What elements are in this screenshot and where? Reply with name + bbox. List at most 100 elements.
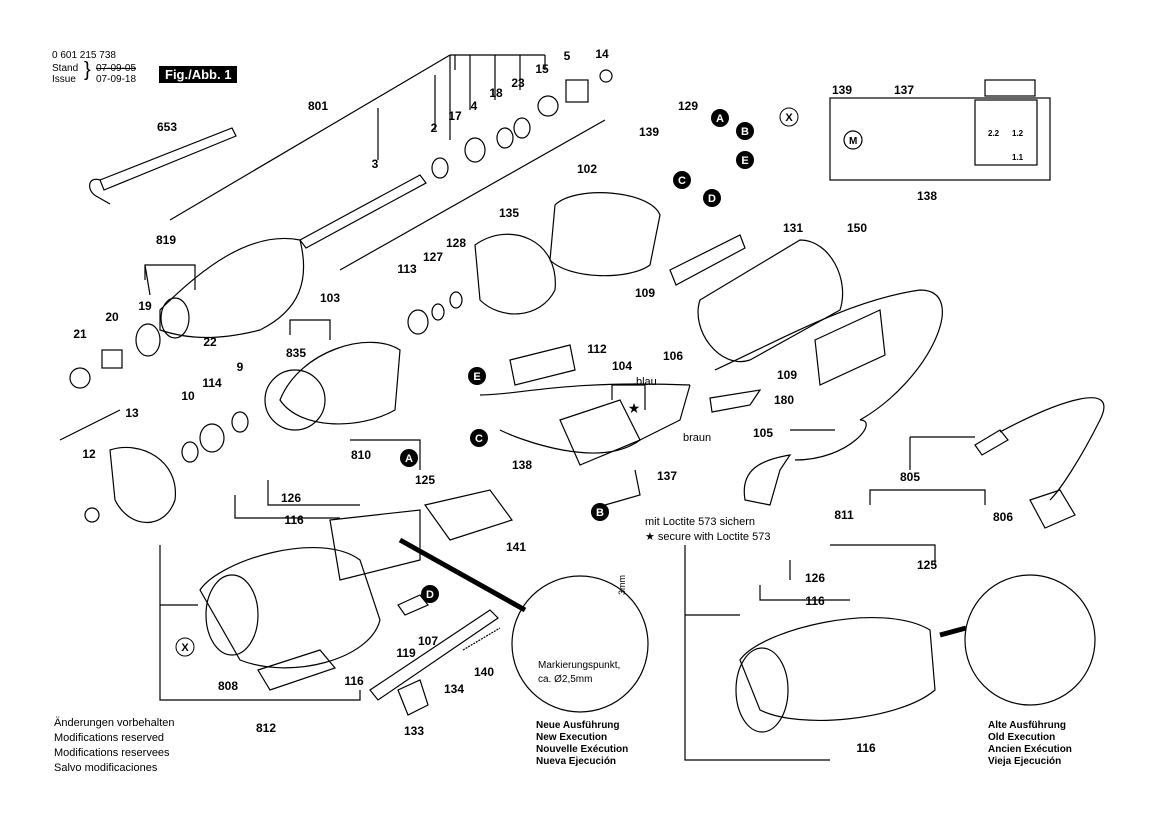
svg-text:B: B (596, 507, 604, 519)
label-812: 812 (256, 721, 276, 735)
bracket-104 (611, 384, 646, 410)
suppressor-symbol (984, 79, 1036, 97)
marker-b-center: B (591, 503, 609, 521)
label-129: 129 (678, 99, 698, 113)
modifications-note: Änderungen vorbehalten Modifications res… (54, 716, 174, 776)
rule-left (59, 409, 121, 441)
bearing-4-shape (464, 137, 486, 163)
label-116-left: 116 (284, 513, 304, 527)
bracket-835 (289, 319, 331, 340)
star-icon: ★ (628, 400, 641, 416)
detail-circle-old (964, 574, 1096, 706)
label-23: 23 (511, 76, 525, 90)
new-execution-de: Neue Ausführung (536, 720, 620, 731)
old-execution-de: Alte Ausführung (988, 720, 1066, 731)
modifications-en: Modifications reserved (54, 732, 165, 744)
label-801: 801 (308, 99, 328, 113)
new-execution-caption: Neue Ausführung New Execution Nouvelle E… (536, 720, 628, 768)
modifications-de: Änderungen vorbehalten (54, 717, 175, 729)
nose-housing-shape (159, 238, 305, 339)
label-109-left: 109 (635, 286, 655, 300)
label-119: 119 (396, 646, 416, 660)
cable-805 (999, 397, 1105, 501)
cable-106 (714, 289, 943, 421)
wrench-shape (99, 127, 237, 191)
label-134: 134 (444, 682, 464, 696)
label-133: 133 (404, 724, 424, 738)
marking-note-line1: Markierungspunkt, (538, 660, 621, 671)
motor-symbol-label: M (849, 136, 857, 147)
label-104: 104 (612, 359, 632, 373)
label-139-schematic: 139 (832, 83, 852, 97)
fan-guard-shape (474, 233, 556, 315)
label-13: 13 (125, 406, 139, 420)
svg-text:X: X (785, 112, 793, 124)
label-835: 835 (286, 346, 306, 360)
new-execution-fr: Nouvelle Exécution (536, 744, 629, 755)
brown-wire (499, 384, 691, 454)
label-125-old: 125 (917, 558, 937, 572)
label-126-left: 126 (281, 491, 301, 505)
marker-x-housing: X (175, 637, 195, 657)
label-9: 9 (237, 360, 244, 374)
new-execution-en: New Execution (536, 732, 608, 743)
motor-housing-shape (697, 239, 844, 363)
label-20: 20 (105, 310, 119, 324)
label-810: 810 (351, 448, 371, 462)
label-17: 17 (448, 109, 462, 123)
svg-text:C: C (475, 433, 483, 445)
old-execution-es: Vieja Ejecución (988, 756, 1062, 767)
collet-nut-shape (135, 323, 161, 357)
label-808: 808 (218, 679, 238, 693)
label-4: 4 (471, 99, 478, 113)
marker-b-top: B (736, 122, 754, 140)
bearing-114-shape (199, 423, 225, 453)
contact-1-2: 1.2 (1012, 129, 1024, 138)
label-19: 19 (138, 299, 152, 313)
armature-shape (279, 341, 401, 425)
modifications-fr: Modifications reservees (54, 747, 170, 759)
label-14: 14 (595, 47, 609, 61)
ring-128-shape (449, 291, 463, 309)
new-execution-es: Nueva Ejecución (536, 756, 617, 767)
collet-shape (101, 349, 123, 369)
housing-opening (205, 574, 259, 656)
marker-c-center: C (470, 429, 488, 447)
field-shape (549, 192, 661, 277)
bearing-2-shape (431, 157, 449, 179)
wire-label-braun: braun (683, 432, 711, 444)
bracket-812 (159, 545, 361, 701)
housing-812-shape (199, 546, 381, 669)
label-12: 12 (82, 447, 96, 461)
marker-x-top: X (779, 107, 799, 127)
part-808-shape (257, 649, 337, 691)
label-105: 105 (753, 426, 773, 440)
bracket-805 (869, 436, 986, 505)
svg-text:A: A (716, 113, 724, 125)
schematic-frame (829, 97, 1051, 181)
marker-e-center: E (468, 367, 486, 385)
detail-pointer-new (398, 537, 527, 613)
cable-105 (794, 419, 867, 461)
label-18: 18 (489, 86, 503, 100)
contact-1-1: 1.1 (1012, 153, 1024, 162)
marker-a-housing: A (400, 449, 418, 467)
svg-text:C: C (678, 175, 686, 187)
label-15: 15 (535, 62, 549, 76)
part-107-shape (397, 594, 429, 616)
ring-127-shape (431, 303, 445, 321)
dimension-3mm: 3mm (617, 575, 627, 595)
marker-e-top: E (736, 151, 754, 169)
label-3: 3 (372, 157, 379, 171)
old-execution-caption: Alte Ausführung Old Execution Ancien Exé… (988, 720, 1072, 768)
blue-wire (479, 383, 691, 396)
marker-a-top: A (711, 109, 729, 127)
label-806: 806 (993, 510, 1013, 524)
issue-label: Issue (52, 74, 76, 85)
housing-old-shape (739, 617, 936, 722)
svg-text:X: X (181, 642, 189, 654)
label-128: 128 (446, 236, 466, 250)
loctite-note: mit Loctite 573 sichern ★ secure with Lo… (645, 515, 770, 545)
marking-note: Markierungspunkt, ca. Ø2,5mm (538, 659, 620, 687)
